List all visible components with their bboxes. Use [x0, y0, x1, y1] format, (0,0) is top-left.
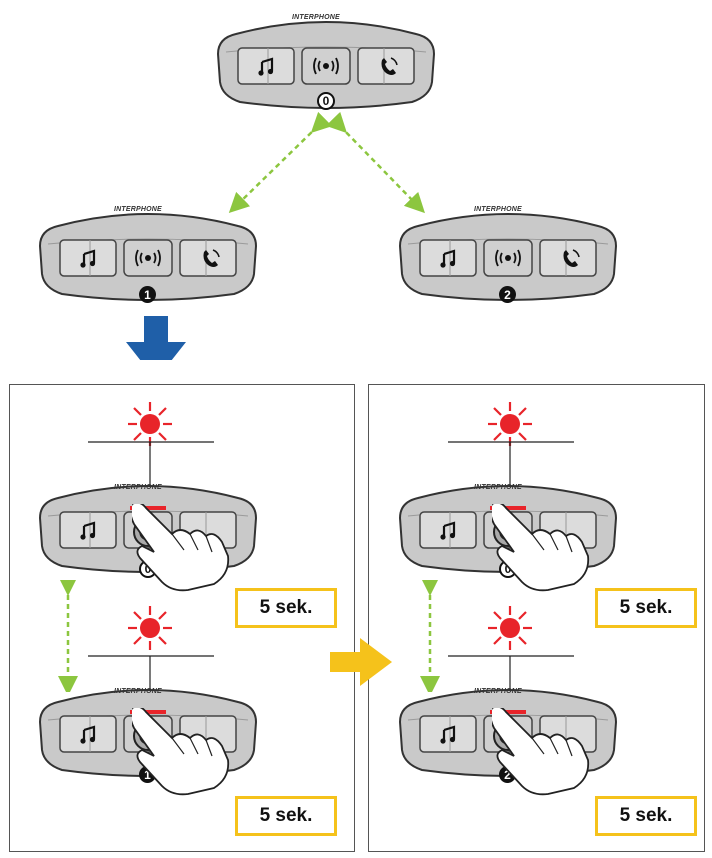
hold-duration-label: 5 sek. — [595, 588, 697, 628]
blue-down-arrow — [126, 316, 186, 360]
finger-press-icon — [492, 504, 590, 592]
pairing-links — [126, 111, 425, 360]
pair-link-right — [325, 111, 425, 214]
yellow-right-arrow — [330, 638, 392, 686]
led-indicator-line — [88, 441, 214, 492]
hold-duration-label: 5 sek. — [235, 588, 337, 628]
finger-press-icon — [132, 708, 230, 796]
hold-duration-label: 5 sek. — [235, 796, 337, 836]
pair-link-left — [228, 111, 333, 213]
finger-press-icon — [132, 504, 230, 592]
brand-logo: INTERPHONE — [474, 688, 522, 695]
device-badge: 2 — [499, 286, 516, 303]
brand-logo: INTERPHONE — [474, 206, 522, 213]
brand-logo: INTERPHONE — [114, 688, 162, 695]
device-badge: 1 — [139, 286, 156, 303]
pair-link-vertical — [58, 580, 78, 692]
device-right: INTERPHONE 2 — [398, 204, 622, 304]
led-indicator-line — [448, 441, 574, 492]
device-badge: 0 — [317, 92, 335, 110]
led-flash-icon — [486, 604, 534, 652]
brand-logo: INTERPHONE — [114, 484, 162, 491]
pair-link-vertical — [420, 580, 440, 692]
brand-logo: INTERPHONE — [292, 14, 340, 21]
finger-press-icon — [492, 708, 590, 796]
device-top: INTERPHONE 0 — [216, 12, 440, 112]
brand-logo: INTERPHONE — [474, 484, 522, 491]
hold-duration-label: 5 sek. — [595, 796, 697, 836]
device-left: INTERPHONE 1 — [38, 204, 262, 304]
brand-logo: INTERPHONE — [114, 206, 162, 213]
led-flash-icon — [126, 604, 174, 652]
